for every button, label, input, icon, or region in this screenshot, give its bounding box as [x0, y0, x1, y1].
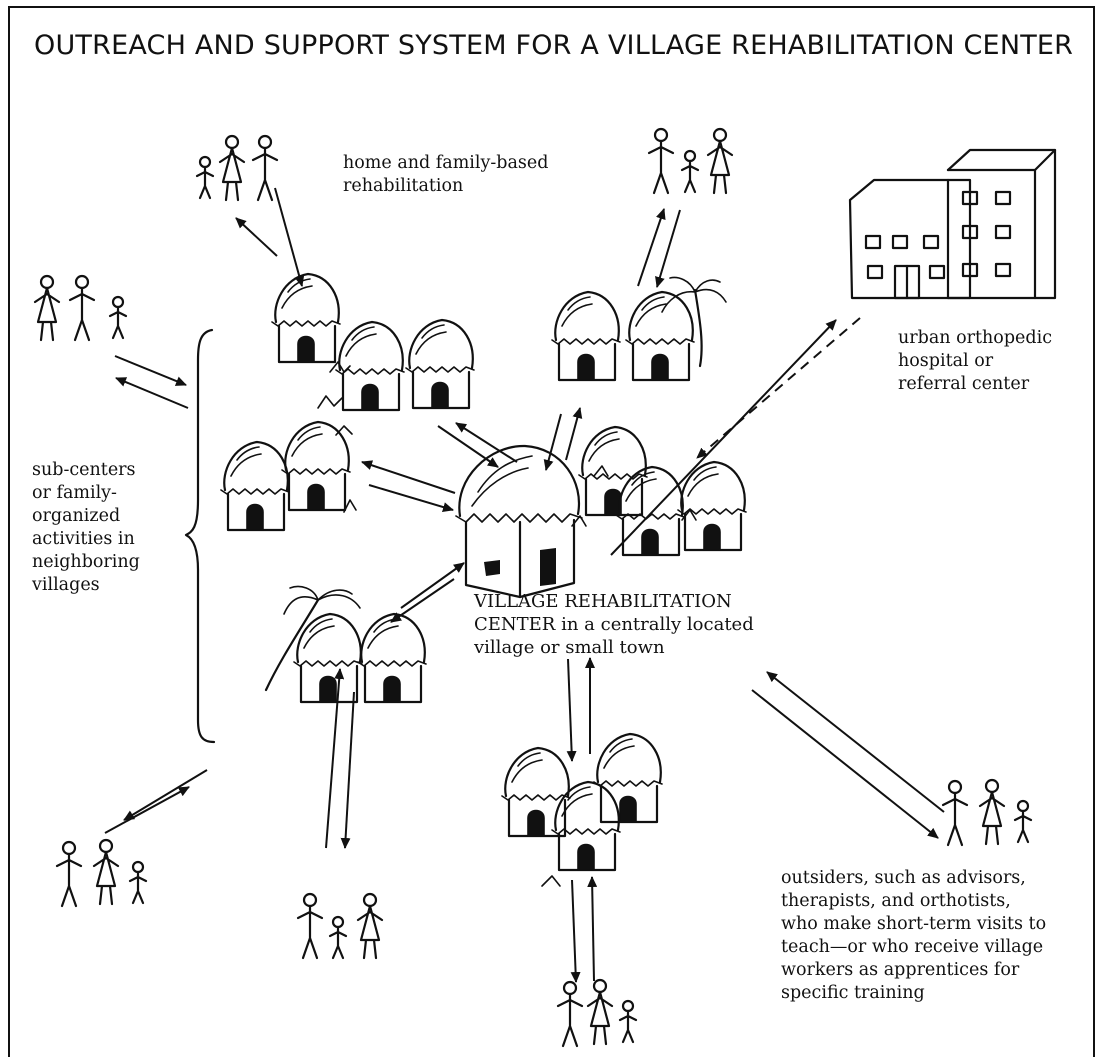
label-line: VILLAGE REHABILITATION: [474, 591, 732, 612]
sub-centers-brace: [184, 328, 216, 744]
village-hut-cluster-left: [219, 420, 352, 532]
label-village-rehabilitation-center: VILLAGE REHABILITATION CENTER in a centr…: [474, 590, 754, 659]
family-group-top-left: [195, 134, 279, 202]
label-line: village or small town: [474, 637, 665, 658]
label-line: organized: [32, 506, 121, 526]
label-line: home and family-based: [343, 153, 549, 173]
palm-tree-icon: [264, 598, 320, 692]
outsiders-group: [941, 778, 1033, 847]
label-line: who make short-term visits to: [781, 914, 1047, 934]
label-line: neighboring: [32, 552, 140, 572]
diagram-title: OUTREACH AND SUPPORT SYSTEM FOR A VILLAG…: [34, 30, 1074, 61]
village-hut-cluster-top-left: [270, 272, 476, 412]
village-hut-cluster-bottom: [500, 732, 664, 872]
label-sub-centers: sub-centers or family- organized activit…: [32, 459, 140, 597]
hospital-building-icon: [848, 148, 1057, 300]
village-hut-cluster-lower-left: [264, 585, 428, 704]
village-rehabilitation-center-hut: [455, 444, 583, 599]
label-outsiders: outsiders, such as advisors, therapists,…: [781, 867, 1046, 1005]
label-line: teach—or who receive village: [781, 937, 1044, 957]
label-home-family-rehabilitation: home and family-based rehabilitation: [343, 152, 548, 198]
diagram-frame: [8, 6, 1095, 1057]
family-group-bottom-left: [55, 838, 148, 908]
label-line: CENTER in a centrally located: [474, 614, 754, 635]
label-line: or family-: [32, 483, 117, 503]
label-line: therapists, and orthotists,: [781, 891, 1011, 911]
village-hut-cluster-right: [577, 425, 748, 557]
label-line: workers as apprentices for: [781, 960, 1020, 980]
label-line: outsiders, such as advisors,: [781, 868, 1026, 888]
label-line: urban orthopedic: [898, 328, 1053, 348]
label-line: hospital or: [898, 351, 994, 371]
arrows: [104, 187, 945, 983]
grass-tufts: [317, 361, 697, 887]
label-urban-hospital: urban orthopedic hospital or referral ce…: [898, 327, 1052, 396]
palm-tree-icon: [693, 288, 703, 368]
label-line: specific training: [781, 983, 925, 1003]
label-line: sub-centers: [32, 460, 136, 480]
family-group-bottom-center: [556, 978, 638, 1048]
family-group-top-right: [647, 127, 734, 195]
label-line: referral center: [898, 374, 1030, 394]
family-group-left: [33, 274, 128, 342]
village-hut-cluster-top-right: [550, 276, 727, 382]
label-line: rehabilitation: [343, 176, 464, 196]
label-line: activities in: [32, 529, 135, 549]
label-line: villages: [32, 575, 100, 595]
family-group-bottom-middle: [296, 892, 384, 960]
